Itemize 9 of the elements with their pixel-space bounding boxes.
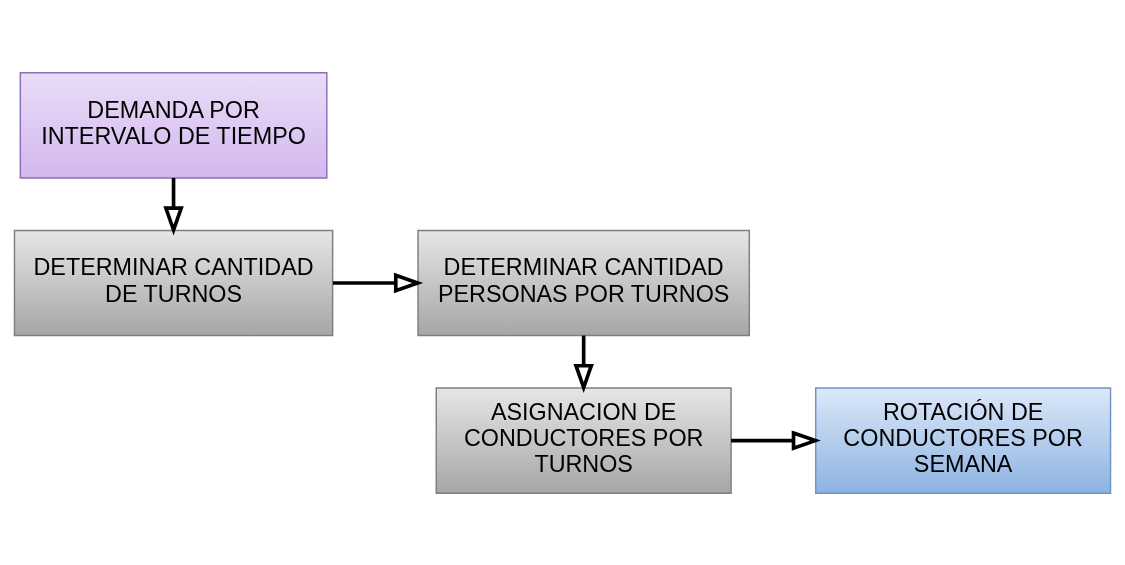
node-box: DEMANDA POR INTERVALO DE TIEMPO [19,71,328,179]
node-box: ROTACIÓN DE CONDUCTORES POR SEMANA [815,386,1112,494]
arrow [163,177,184,235]
node-box: ASIGNACION DE CONDUCTORES POR TURNOS [435,386,732,494]
node-box: DETERMINAR CANTIDAD PERSONAS POR TURNOS [417,229,751,336]
arrow [332,272,424,293]
arrow [731,429,821,451]
node-box: DETERMINAR CANTIDAD DE TURNOS [13,229,334,336]
arrow [573,335,594,393]
